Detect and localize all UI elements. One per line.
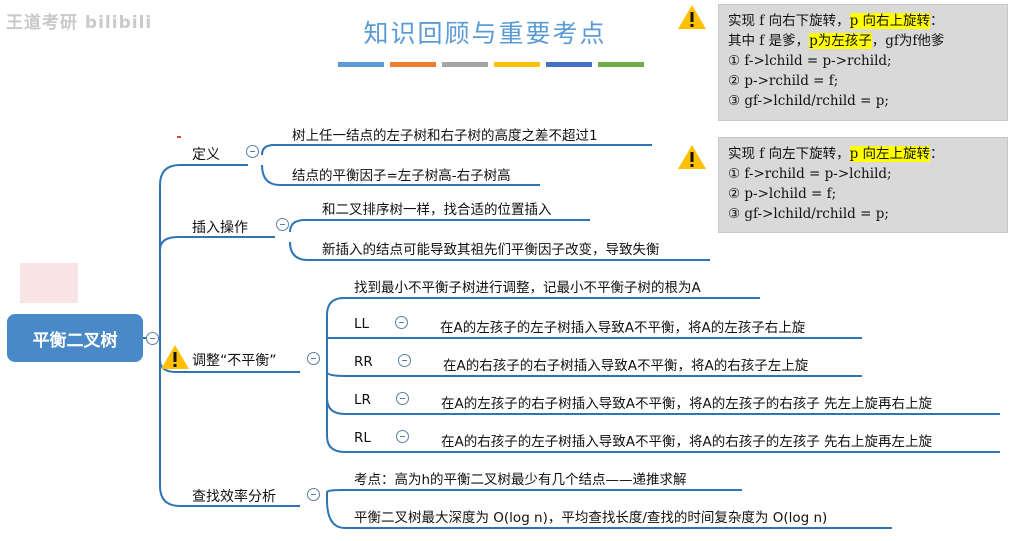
warning-icon — [678, 5, 706, 29]
note-highlight: p 向左上旋转 — [849, 146, 931, 162]
note-left-rotation: 实现 f 向左下旋转，p 向左上旋转： ① f->rchild = p->lch… — [718, 137, 1008, 233]
note-step: ③ gf->lchild/rchild = p; — [728, 206, 889, 222]
connector-adj-rl — [326, 398, 346, 453]
page-title: 知识回顾与重要考点 — [363, 19, 607, 48]
note-highlight: p 向右上旋转 — [849, 13, 931, 29]
note-right-rotation: 实现 f 向右下旋转，p 向右上旋转： 其中 f 是爹，p为左孩子，gf为f他爹… — [718, 4, 1008, 121]
watermark: 王道考研 bilibili — [6, 13, 153, 33]
red-tick — [177, 136, 181, 138]
note-text: ： — [930, 146, 944, 162]
root-node[interactable]: 平衡二叉树 — [7, 314, 143, 362]
branch-definition[interactable]: 定义 — [192, 147, 220, 163]
note-text: 实现 f 向右下旋转， — [728, 13, 850, 29]
connector-search-2 — [326, 499, 892, 529]
branch-search[interactable]: 查找效率分析 — [192, 489, 276, 505]
collapse-icon[interactable] — [307, 488, 320, 501]
warning-icon — [161, 345, 189, 369]
branch-insert[interactable]: 插入操作 — [192, 220, 248, 236]
title-color-bar — [338, 62, 384, 67]
collapse-icon[interactable] — [398, 354, 411, 367]
connector-adj-ll — [326, 337, 345, 372]
case-rr-desc[interactable]: 在A的右孩子的右子树插入导致A不平衡，将A的右孩子左上旋 — [443, 358, 809, 374]
collapse-icon[interactable] — [276, 218, 289, 231]
title-color-bar — [546, 62, 592, 67]
faded-mark — [20, 263, 78, 303]
note-step: ① f->rchild = p->lchild; — [728, 166, 892, 182]
warning-icon — [678, 145, 706, 169]
insert-item[interactable]: 新插入的结点可能导致其祖先们平衡因子改变，导致失衡 — [322, 242, 660, 258]
definition-item[interactable]: 树上任一结点的左子树和右子树的高度之差不超过1 — [292, 128, 598, 144]
connector-def-2 — [261, 164, 540, 186]
note-step: ② p->lchild = f; — [728, 186, 837, 202]
case-ll-name[interactable]: LL — [354, 316, 370, 332]
connector-insert — [159, 236, 275, 251]
connector-def-1 — [261, 144, 652, 156]
collapse-icon[interactable] — [246, 145, 259, 158]
branch-adjust[interactable]: 调整“不平衡” — [192, 353, 277, 369]
connector-adj-rr — [326, 371, 346, 377]
note-text: 其中 f 是爹， — [728, 33, 810, 49]
note-text: 实现 f 向左下旋转， — [728, 146, 850, 162]
case-lr-desc[interactable]: 在A的左孩子的右子树插入导致A不平衡，将A的左孩子的右孩子 先左上旋再右上旋 — [441, 396, 932, 412]
note-step: ① f->lchild = p->rchild; — [728, 53, 892, 69]
note-step: ③ gf->lchild/rchild = p; — [728, 93, 889, 109]
collapse-icon[interactable] — [146, 332, 159, 345]
connector-adj-intro — [326, 297, 760, 372]
title-color-bar — [598, 62, 644, 67]
search-item[interactable]: 平衡二叉树最大深度为 O(log n)，平均查找长度/查找的时间复杂度为 O(l… — [354, 510, 828, 526]
collapse-icon[interactable] — [395, 316, 408, 329]
search-item[interactable]: 考点：高为h的平衡二叉树最少有几个结点——递推求解 — [354, 472, 687, 488]
case-rl-desc[interactable]: 在A的右孩子的左子树插入导致A不平衡，将A的右孩子的左孩子 先右上旋再左上旋 — [441, 434, 932, 450]
adjust-intro[interactable]: 找到最小不平衡子树进行调整，记最小不平衡子树的根为A — [354, 280, 701, 296]
connector-search-1 — [326, 489, 742, 500]
connector-definition — [159, 164, 248, 338]
title-color-bar — [442, 62, 488, 67]
note-text: ，gf为f他爹 — [871, 33, 945, 49]
note-step: ② p->rchild = f; — [728, 73, 839, 89]
title-color-bar — [494, 62, 540, 67]
case-rr-name[interactable]: RR — [354, 354, 373, 370]
definition-item[interactable]: 结点的平衡因子=左子树高-右子树高 — [292, 168, 511, 184]
connector-adj-lr — [326, 372, 346, 415]
case-ll-desc[interactable]: 在A的左孩子的左子树插入导致A不平衡，将A的左孩子右上旋 — [440, 320, 806, 336]
collapse-icon[interactable] — [307, 352, 320, 365]
connector-search — [159, 360, 300, 507]
case-lr-name[interactable]: LR — [354, 392, 371, 408]
case-rl-name[interactable]: RL — [354, 430, 371, 446]
title-color-bar — [390, 62, 436, 67]
collapse-icon[interactable] — [396, 430, 409, 443]
note-text: ： — [930, 13, 944, 29]
collapse-icon[interactable] — [396, 392, 409, 405]
connector-ins-1 — [289, 219, 590, 233]
insert-item[interactable]: 和二叉排序树一样，找合适的位置插入 — [322, 202, 552, 218]
note-highlight: p为左孩子 — [809, 33, 872, 49]
connector-ins-2 — [289, 241, 710, 261]
